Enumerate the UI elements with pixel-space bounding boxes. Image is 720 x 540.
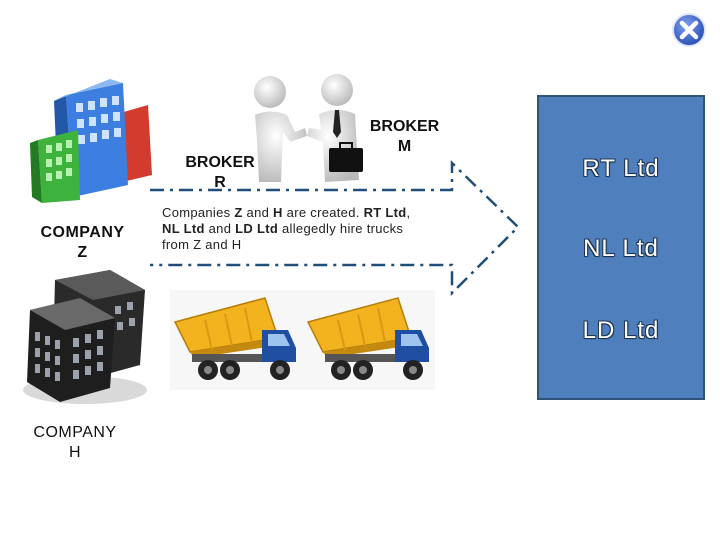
dump-trucks-image xyxy=(170,290,435,390)
desc-nl: NL Ltd xyxy=(162,221,205,236)
company-z-building-icon xyxy=(30,79,152,203)
desc-part1: Companies xyxy=(162,205,235,220)
desc-part4: and xyxy=(204,221,236,236)
broker-m-label-line1: BROKER xyxy=(369,118,440,135)
broker-m-label: BROKER M xyxy=(352,117,457,157)
broker-m-label-line2: M xyxy=(397,138,412,155)
desc-part2: and xyxy=(242,205,274,220)
flow-arrow xyxy=(150,160,520,297)
description-text: Companies Z and H are created. RT Ltd, N… xyxy=(162,205,417,253)
company-h-building-icon xyxy=(23,270,147,404)
broker-r-label-line2: R xyxy=(214,174,226,191)
desc-ld: LD Ltd xyxy=(235,221,279,236)
broker-r-label-line1: BROKER xyxy=(185,154,255,171)
broker-r-label: BROKER R xyxy=(170,153,270,193)
company-z-label-line1: COMPANY xyxy=(40,224,125,241)
company-h-label-line1: COMPANY xyxy=(33,424,117,441)
company-h-label-line2: H xyxy=(68,444,82,461)
company-z-label: COMPANY Z xyxy=(30,223,135,263)
desc-h: H xyxy=(273,205,283,220)
close-icon xyxy=(672,13,706,47)
desc-z: Z xyxy=(234,205,243,220)
company-h-label: COMPANY H xyxy=(20,423,130,463)
dump-truck-icon xyxy=(173,297,430,381)
panel-item-nl-ltd: NL Ltd xyxy=(583,235,659,262)
panel-item-ld-ltd: LD Ltd xyxy=(582,317,660,344)
desc-part5: allegedly hire trucks from Z and H xyxy=(162,221,404,252)
desc-part3: are created. xyxy=(282,205,364,220)
desc-rt: RT Ltd xyxy=(363,205,407,220)
company-z-label-line2: Z xyxy=(77,244,88,261)
handshake-icon xyxy=(254,74,363,182)
panel-item-rt-ltd: RT Ltd xyxy=(582,155,660,182)
desc-sep1: , xyxy=(406,205,411,220)
companies-panel: RT Ltd NL Ltd LD Ltd xyxy=(537,95,705,400)
close-button[interactable] xyxy=(671,12,707,48)
